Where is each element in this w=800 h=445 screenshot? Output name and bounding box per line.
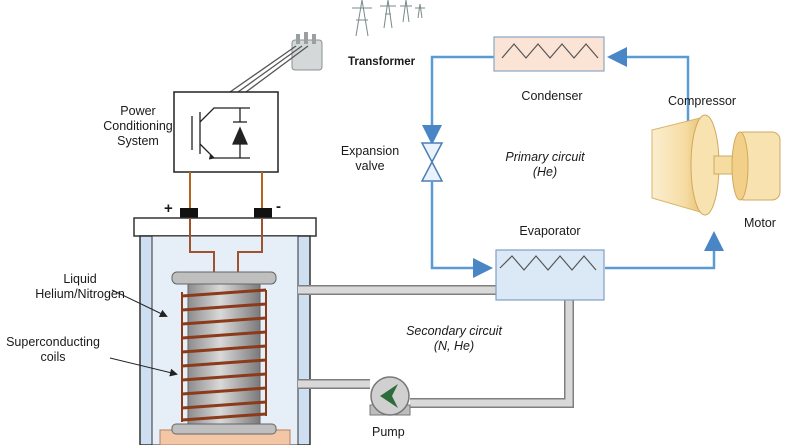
positive-terminal xyxy=(180,208,198,218)
secondary-circuit-label: Secondary circuit (N, He) xyxy=(406,324,502,353)
liquid-helium-arrow xyxy=(111,289,168,318)
primary-circuit-pipes xyxy=(422,47,724,278)
superconducting-coil-assembly xyxy=(171,271,277,435)
motor-icon xyxy=(731,131,781,201)
pump-label: Pump xyxy=(372,425,405,439)
power-conditioning-label: Power Conditioning System xyxy=(103,104,173,148)
power-conditioning-box xyxy=(173,91,279,173)
coil-leads xyxy=(189,218,263,272)
power-pylons-icon xyxy=(352,0,425,37)
superconducting-coils-label: Superconducting coils xyxy=(6,335,100,364)
plus-label: + xyxy=(164,200,173,217)
condenser-label: Condenser xyxy=(521,89,583,103)
compressor-icon xyxy=(651,114,739,216)
liquid-helium-label: Liquid Helium/Nitrogen xyxy=(35,272,125,301)
motor-label: Motor xyxy=(744,216,776,230)
superconducting-arrow xyxy=(109,357,178,377)
transformer-cables xyxy=(229,45,309,93)
evaporator-label: Evaporator xyxy=(519,224,581,238)
negative-terminal xyxy=(254,208,272,218)
expansion-valve-label: Expansion valve xyxy=(340,144,400,173)
transformer-icon xyxy=(291,32,323,71)
secondary-circuit-pipes xyxy=(298,285,574,408)
primary-circuit-label: Primary circuit (He) xyxy=(505,150,585,179)
transformer-label: Transformer xyxy=(348,56,416,68)
evaporator-box xyxy=(495,249,605,301)
minus-label: - xyxy=(276,198,281,215)
expansion-valve-icon xyxy=(420,142,444,182)
dc-wires xyxy=(189,172,263,210)
condenser-box xyxy=(493,36,605,72)
pump-icon xyxy=(369,376,411,416)
compressor-label: Compressor xyxy=(668,94,737,108)
